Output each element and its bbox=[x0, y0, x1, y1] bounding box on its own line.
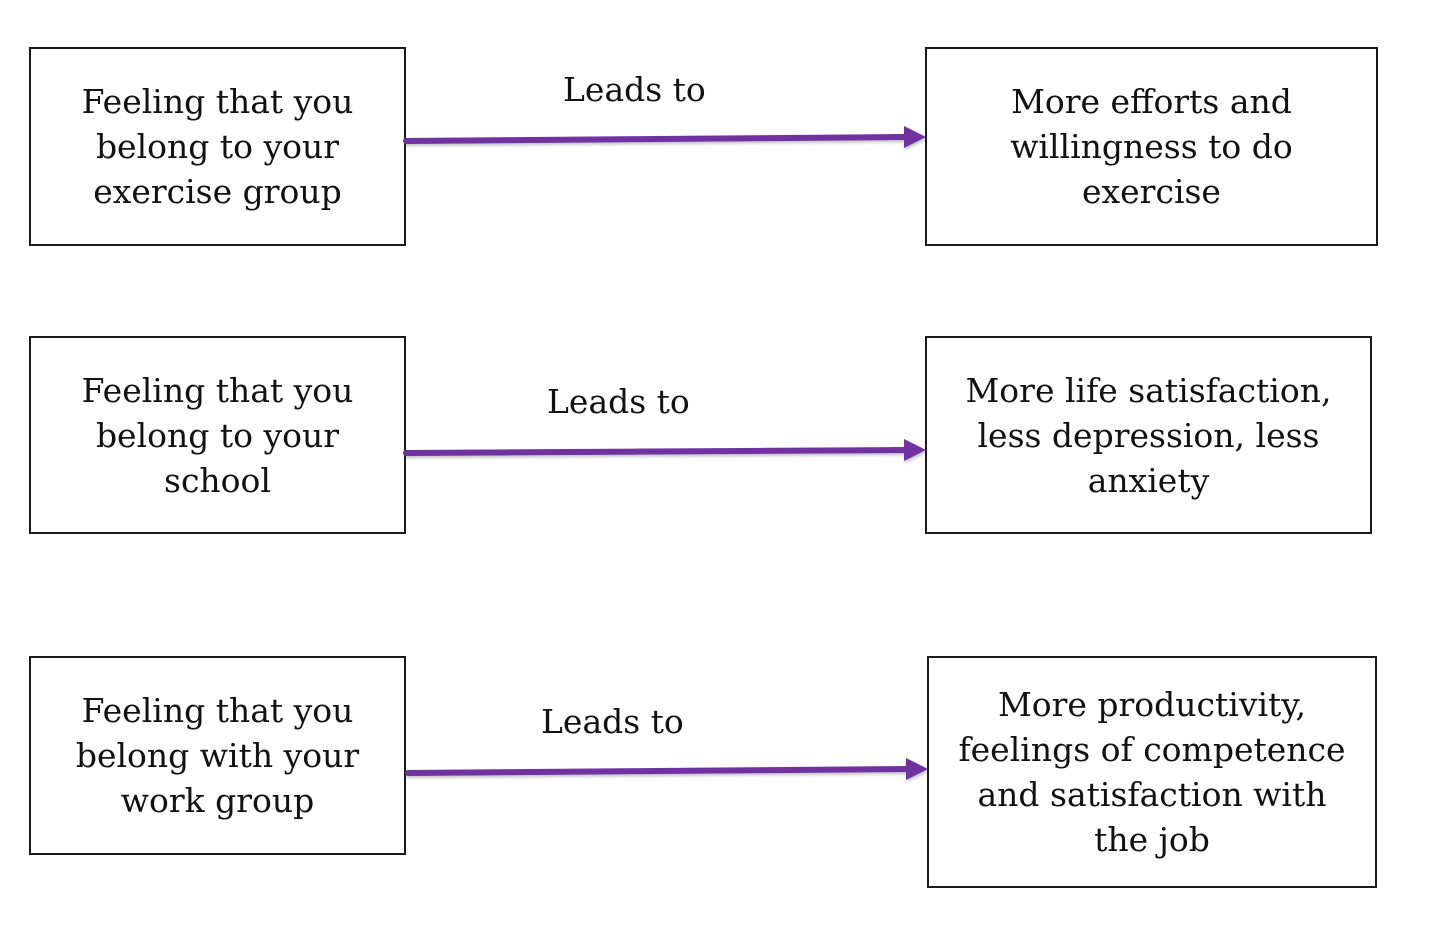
effect-box-exercise: More efforts and willingness to do exerc… bbox=[925, 47, 1378, 246]
arrow-row-1 bbox=[403, 126, 926, 148]
cause-text: Feeling that you belong with your work g… bbox=[75, 691, 360, 820]
arrow-row-3 bbox=[405, 758, 928, 780]
effect-text: More life satisfaction, less depression,… bbox=[965, 370, 1332, 500]
effect-box-life-satisfaction: More life satisfaction, less depression,… bbox=[925, 336, 1372, 534]
relation-label: Leads to bbox=[563, 70, 706, 109]
cause-box-school: Feeling that you belong to your school bbox=[29, 336, 406, 534]
cause-box-work-group: Feeling that you belong with your work g… bbox=[29, 656, 406, 855]
effect-text: More efforts and willingness to do exerc… bbox=[1010, 82, 1293, 211]
effect-box-productivity: More productivity, feelings of competenc… bbox=[927, 656, 1377, 888]
cause-box-exercise-group: Feeling that you belong to your exercise… bbox=[29, 47, 406, 246]
effect-text: More productivity, feelings of competenc… bbox=[958, 685, 1346, 859]
arrow-row-2 bbox=[403, 439, 926, 461]
cause-text: Feeling that you belong to your exercise… bbox=[81, 82, 354, 211]
cause-text: Feeling that you belong to your school bbox=[81, 370, 354, 500]
relation-label: Leads to bbox=[541, 702, 684, 741]
relation-label: Leads to bbox=[547, 382, 690, 421]
